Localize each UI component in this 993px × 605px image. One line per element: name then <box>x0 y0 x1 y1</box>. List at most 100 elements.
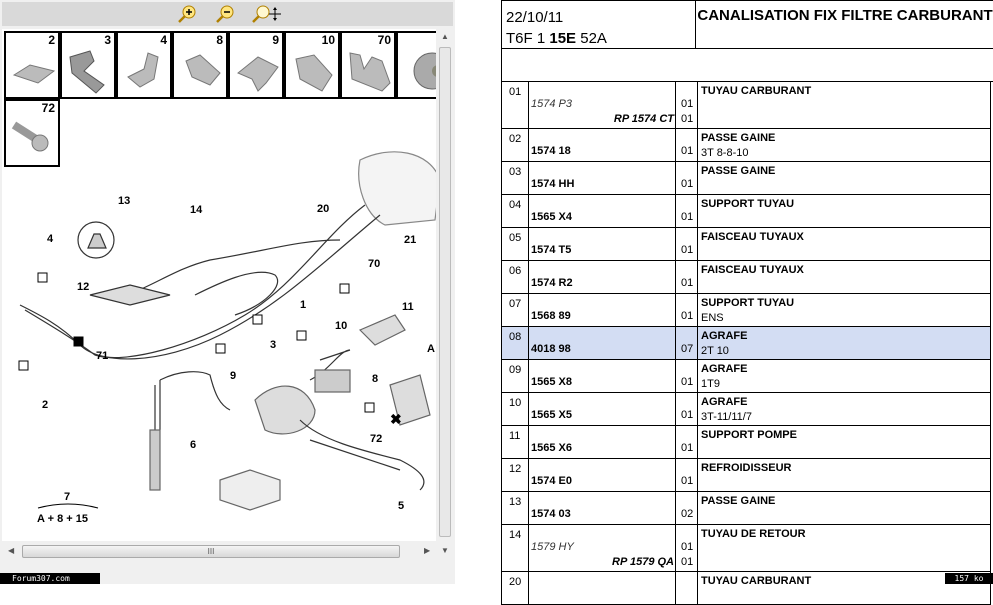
part-ref[interactable]: 1574 R2 <box>531 277 573 289</box>
part-ref[interactable]: RP 1579 QA <box>612 556 674 568</box>
part-description: PASSE GAINE <box>701 495 776 507</box>
part-ref[interactable]: 1574 HH <box>531 178 575 190</box>
table-row[interactable]: 12 1574 E0 01 REFROIDISSEUR <box>501 458 991 492</box>
part-description: AGRAFE <box>701 363 748 375</box>
part-ref-cell: 1574 T5 <box>528 227 676 261</box>
part-qty-cell: 01 <box>675 227 698 261</box>
part-ref[interactable]: 1574 18 <box>531 145 571 157</box>
part-description: SUPPORT POMPE <box>701 429 797 441</box>
part-thumbnail[interactable]: 70 <box>340 31 396 99</box>
part-qty: 01 <box>681 277 694 289</box>
clip-image <box>237 56 279 92</box>
part-qty: 01 <box>681 244 694 256</box>
part-thumbnail[interactable]: 9 <box>228 31 284 99</box>
scroll-right-icon[interactable]: ▶ <box>424 546 431 555</box>
scroll-left-icon[interactable]: ◀ <box>8 546 15 555</box>
part-ref[interactable]: 1579 HY <box>531 541 574 553</box>
part-qty: 01 <box>681 541 694 553</box>
part-description: AGRAFE <box>701 330 748 342</box>
file-size: 157 ko <box>945 573 993 584</box>
zoom-in-button[interactable] <box>175 4 199 24</box>
scroll-down-icon[interactable]: ▼ <box>441 546 449 555</box>
callout-8: 8 <box>372 373 378 385</box>
part-number: 02 <box>501 128 529 162</box>
part-thumbnail[interactable]: 2 <box>4 31 60 99</box>
part-ref-cell: 1565 X4 <box>528 194 676 228</box>
part-desc-cell: PASSE GAINE <box>697 161 991 195</box>
table-row[interactable]: 04 1565 X4 01 SUPPORT TUYAU <box>501 194 991 228</box>
part-desc-cell: SUPPORT POMPE <box>697 425 991 459</box>
table-row[interactable]: 11 1565 X6 01 SUPPORT POMPE <box>501 425 991 459</box>
part-description: SUPPORT TUYAU <box>701 198 795 210</box>
part-ref[interactable]: 1565 X8 <box>531 376 572 388</box>
table-row[interactable]: 03 1574 HH 01 PASSE GAINE <box>501 161 991 195</box>
part-ref-cell: 1579 HY RP 1579 QA <box>528 524 676 572</box>
part-ref[interactable]: 1568 89 <box>531 310 571 322</box>
table-row[interactable]: 05 1574 T5 01 FAISCEAU TUYAUX <box>501 227 991 261</box>
part-ref[interactable]: 1574 E0 <box>531 475 572 487</box>
part-ref-cell: 1574 03 <box>528 491 676 525</box>
part-number: 13 <box>501 491 529 525</box>
part-number: 04 <box>501 194 529 228</box>
callout-1: 1 <box>300 299 306 311</box>
part-thumbnail[interactable]: 4 <box>116 31 172 99</box>
part-ref[interactable]: 1565 X6 <box>531 442 572 454</box>
part-thumbnail[interactable]: 72 <box>4 99 60 167</box>
table-row[interactable]: 20 TUYAU CARBURANT <box>501 571 991 605</box>
part-thumbnail[interactable]: 8 <box>172 31 228 99</box>
part-qty-cell: 01 <box>675 293 698 327</box>
part-ref-cell: 1574 P3 RP 1574 CT <box>528 81 676 129</box>
vertical-scrollbar[interactable]: ▲▼ <box>437 29 453 555</box>
zoom-out-button[interactable] <box>213 4 237 24</box>
diagram-canvas[interactable]: 2 3 4 8 9 10 70 72 13 14 20 21 <box>2 29 436 541</box>
part-qty: 01 <box>681 376 694 388</box>
part-thumbnail[interactable]: 3 <box>60 31 116 99</box>
callout-10: 10 <box>335 320 347 332</box>
part-ref[interactable]: 4018 98 <box>531 343 571 355</box>
table-row[interactable]: 13 1574 03 02 PASSE GAINE <box>501 491 991 525</box>
sheet-date: 22/10/11 <box>506 9 564 26</box>
part-desc-cell: REFROIDISSEUR <box>697 458 991 492</box>
part-detail: 2T 10 <box>701 345 729 357</box>
part-qty: 01 <box>681 442 694 454</box>
callout-2: 2 <box>42 399 48 411</box>
exploded-diagram: 13 14 20 21 4 70 12 1 11 10 3 71 A 9 8 2… <box>18 151 436 525</box>
callout-21: 21 <box>404 234 416 246</box>
scroll-up-icon[interactable]: ▲ <box>441 32 449 41</box>
part-qty: 01 <box>681 145 694 157</box>
part-ref-cell: 4018 98 <box>528 326 676 360</box>
part-detail: ENS <box>701 312 724 324</box>
zoom-pan-button[interactable] <box>251 4 281 24</box>
part-ref[interactable]: RP 1574 CT <box>613 113 674 125</box>
part-qty: 01 <box>681 475 694 487</box>
part-ref[interactable]: 1574 P3 <box>531 98 572 110</box>
part-description: PASSE GAINE <box>701 165 776 177</box>
callout-20: 20 <box>317 203 329 215</box>
part-thumbnail[interactable]: 10 <box>284 31 340 99</box>
table-row[interactable]: 06 1574 R2 01 FAISCEAU TUYAUX <box>501 260 991 294</box>
part-description: PASSE GAINE <box>701 132 776 144</box>
part-ref[interactable]: 1565 X5 <box>531 409 572 421</box>
part-ref[interactable]: 1574 03 <box>531 508 571 520</box>
part-qty-cell: 02 <box>675 491 698 525</box>
part-ref[interactable]: 1574 T5 <box>531 244 572 256</box>
horizontal-scroll-thumb[interactable]: III <box>22 545 400 558</box>
part-number: 10 <box>501 392 529 426</box>
part-desc-cell: TUYAU CARBURANT <box>697 81 991 129</box>
part-detail: 1T9 <box>701 378 720 390</box>
horizontal-scrollbar[interactable]: ◀ III ▶ <box>2 543 436 559</box>
part-thumbnail[interactable] <box>396 31 436 99</box>
part-ref[interactable]: 1565 X4 <box>531 211 572 223</box>
part-desc-cell: PASSE GAINE <box>697 491 991 525</box>
vertical-scroll-thumb[interactable] <box>439 47 451 537</box>
callout-3: 3 <box>270 339 276 351</box>
